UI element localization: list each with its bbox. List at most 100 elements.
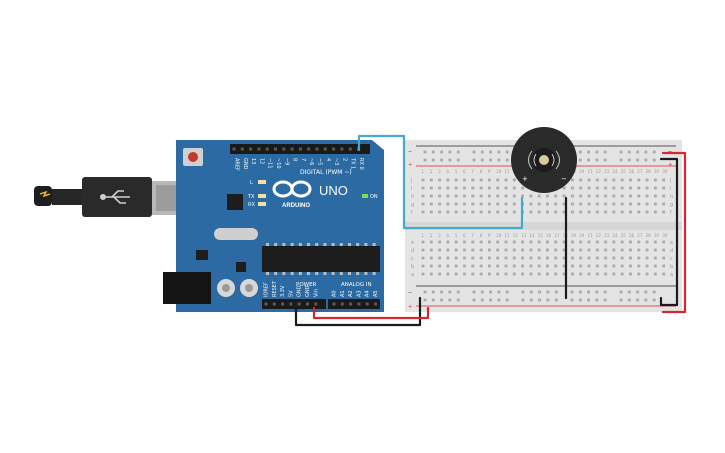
rail-hole[interactable]	[595, 290, 599, 294]
breadboard-hole[interactable]	[438, 256, 441, 260]
breadboard-hole[interactable]	[595, 264, 599, 268]
breadboard-hole[interactable]	[571, 178, 574, 182]
breadboard-hole[interactable]	[654, 256, 657, 260]
analog-pin[interactable]	[357, 302, 361, 306]
analog-pin[interactable]	[349, 302, 353, 306]
rail-hole[interactable]	[489, 298, 492, 302]
breadboard-hole[interactable]	[637, 178, 641, 182]
breadboard-hole[interactable]	[612, 178, 616, 182]
breadboard-hole[interactable]	[454, 202, 458, 206]
breadboard-hole[interactable]	[587, 264, 591, 268]
breadboard-hole[interactable]	[620, 248, 624, 252]
rail-hole[interactable]	[587, 150, 590, 154]
rail-hole[interactable]	[644, 290, 648, 294]
rail-hole[interactable]	[423, 150, 427, 154]
breadboard-hole[interactable]	[571, 210, 574, 214]
breadboard-hole[interactable]	[429, 240, 433, 244]
breadboard-hole[interactable]	[604, 178, 607, 182]
breadboard-hole[interactable]	[479, 264, 483, 268]
breadboard-hole[interactable]	[579, 202, 583, 206]
rail-hole[interactable]	[587, 158, 590, 162]
breadboard-hole[interactable]	[438, 248, 441, 252]
breadboard-hole[interactable]	[595, 272, 599, 276]
digital-pin[interactable]	[315, 147, 319, 151]
breadboard-hole[interactable]	[629, 248, 632, 252]
breadboard-hole[interactable]	[446, 272, 450, 276]
rail-hole[interactable]	[472, 158, 476, 162]
breadboard-hole[interactable]	[629, 202, 632, 206]
breadboard-hole[interactable]	[463, 186, 466, 190]
breadboard-hole[interactable]	[637, 194, 641, 198]
ground-wire-arduino[interactable]	[294, 296, 422, 327]
breadboard-hole[interactable]	[438, 202, 441, 206]
breadboard-hole[interactable]	[429, 264, 433, 268]
breadboard-hole[interactable]	[662, 240, 666, 244]
breadboard-hole[interactable]	[645, 186, 649, 190]
rail-hole[interactable]	[440, 290, 443, 294]
breadboard-hole[interactable]	[562, 210, 566, 214]
breadboard-hole[interactable]	[421, 240, 425, 244]
power-wire-arduino[interactable]	[312, 306, 430, 320]
digital-pin[interactable]	[307, 147, 311, 151]
breadboard-hole[interactable]	[488, 256, 491, 260]
breadboard-hole[interactable]	[463, 272, 466, 276]
rail-hole[interactable]	[570, 290, 574, 294]
breadboard-hole[interactable]	[421, 256, 425, 260]
breadboard-hole[interactable]	[454, 186, 458, 190]
breadboard-hole[interactable]	[512, 256, 516, 260]
breadboard-hole[interactable]	[662, 264, 666, 268]
breadboard-hole[interactable]	[512, 272, 516, 276]
breadboard-hole[interactable]	[587, 240, 591, 244]
breadboard-hole[interactable]	[446, 202, 450, 206]
breadboard-hole[interactable]	[554, 248, 558, 252]
rail-hole[interactable]	[603, 290, 607, 294]
breadboard-hole[interactable]	[604, 186, 607, 190]
breadboard-hole[interactable]	[438, 194, 441, 198]
breadboard-hole[interactable]	[629, 256, 632, 260]
breadboard-hole[interactable]	[620, 240, 624, 244]
breadboard-hole[interactable]	[554, 240, 558, 244]
breadboard-hole[interactable]	[454, 240, 458, 244]
breadboard-hole[interactable]	[604, 248, 607, 252]
breadboard-hole[interactable]	[662, 194, 666, 198]
breadboard-hole[interactable]	[612, 264, 616, 268]
breadboard-hole[interactable]	[620, 202, 624, 206]
rail-hole[interactable]	[603, 150, 607, 154]
rail-hole[interactable]	[595, 158, 599, 162]
breadboard-hole[interactable]	[645, 248, 649, 252]
breadboard-hole[interactable]	[454, 256, 458, 260]
rail-hole[interactable]	[489, 158, 492, 162]
rail-hole[interactable]	[652, 158, 656, 162]
breadboard-hole[interactable]	[579, 240, 583, 244]
piezo-buzzer[interactable]: + −	[511, 127, 577, 193]
breadboard-hole[interactable]	[571, 186, 574, 190]
breadboard-hole[interactable]	[587, 272, 591, 276]
breadboard-hole[interactable]	[521, 240, 524, 244]
breadboard-hole[interactable]	[595, 194, 599, 198]
breadboard-hole[interactable]	[662, 186, 666, 190]
digital-pin[interactable]	[323, 147, 327, 151]
rail-hole[interactable]	[456, 290, 460, 294]
rail-hole[interactable]	[619, 290, 623, 294]
breadboard-hole[interactable]	[421, 202, 425, 206]
breadboard-hole[interactable]	[662, 248, 666, 252]
breadboard-hole[interactable]	[587, 248, 591, 252]
breadboard-hole[interactable]	[446, 194, 450, 198]
rail-hole[interactable]	[431, 290, 435, 294]
breadboard-hole[interactable]	[496, 240, 500, 244]
analog-pin[interactable]	[374, 302, 377, 306]
breadboard-hole[interactable]	[537, 202, 541, 206]
breadboard-hole[interactable]	[554, 264, 558, 268]
breadboard-hole[interactable]	[521, 194, 524, 198]
breadboard-hole[interactable]	[521, 272, 524, 276]
breadboard-hole[interactable]	[471, 194, 475, 198]
breadboard-hole[interactable]	[604, 240, 607, 244]
breadboard-hole[interactable]	[429, 194, 433, 198]
breadboard-hole[interactable]	[579, 272, 583, 276]
breadboard-hole[interactable]	[654, 240, 657, 244]
rail-hole[interactable]	[603, 298, 607, 302]
breadboard-hole[interactable]	[471, 248, 475, 252]
breadboard-hole[interactable]	[496, 210, 500, 214]
breadboard-hole[interactable]	[463, 178, 466, 182]
